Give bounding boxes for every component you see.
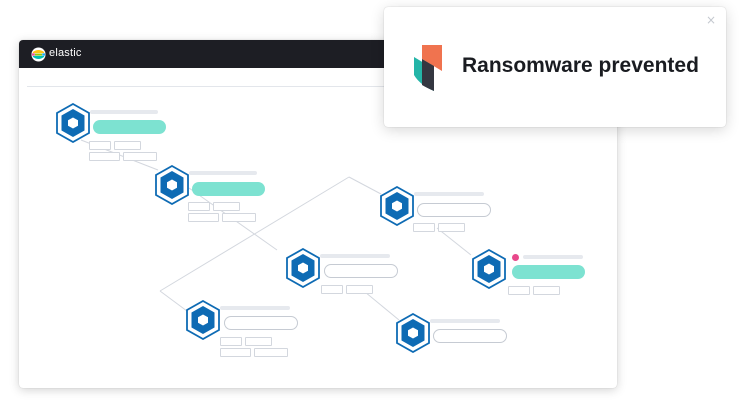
elastic-logo-icon bbox=[31, 47, 46, 62]
node-process-name[interactable] bbox=[324, 264, 398, 278]
node-tag bbox=[254, 348, 288, 357]
node-label-placeholder bbox=[430, 319, 500, 323]
edge bbox=[364, 291, 400, 321]
process-hexagon-icon[interactable] bbox=[379, 186, 415, 226]
node-tag bbox=[213, 202, 240, 211]
node-tag bbox=[438, 223, 465, 232]
header-divider bbox=[27, 86, 607, 87]
edge bbox=[159, 176, 350, 292]
process-hexagon-icon[interactable] bbox=[154, 165, 190, 205]
node-tag bbox=[321, 285, 343, 294]
notification-title: Ransomware prevented bbox=[462, 54, 699, 77]
node-tag bbox=[222, 213, 256, 222]
process-hexagon-icon[interactable] bbox=[55, 103, 91, 143]
node-process-name[interactable] bbox=[433, 329, 507, 343]
node-process-name-highlighted[interactable] bbox=[512, 265, 585, 279]
node-tag bbox=[413, 223, 435, 232]
process-hexagon-icon[interactable] bbox=[395, 313, 431, 353]
alert-dot-icon bbox=[512, 254, 519, 261]
node-process-name-highlighted[interactable] bbox=[192, 182, 265, 196]
node-tag bbox=[114, 141, 141, 150]
node-tag bbox=[188, 202, 210, 211]
node-tag bbox=[245, 337, 272, 346]
node-label-placeholder bbox=[90, 110, 158, 114]
node-tag bbox=[508, 286, 530, 295]
brand-name: elastic bbox=[49, 47, 82, 59]
node-process-name[interactable] bbox=[417, 203, 491, 217]
node-label-placeholder bbox=[189, 171, 257, 175]
node-tag bbox=[346, 285, 373, 294]
process-hexagon-icon[interactable] bbox=[285, 248, 321, 288]
edge bbox=[436, 227, 472, 256]
node-label-placeholder bbox=[320, 254, 390, 258]
node-process-name-highlighted[interactable] bbox=[93, 120, 166, 134]
node-label-placeholder bbox=[220, 306, 290, 310]
node-tag bbox=[89, 152, 120, 161]
node-tag bbox=[533, 286, 560, 295]
endpoint-shield-icon bbox=[414, 45, 442, 91]
process-hexagon-icon[interactable] bbox=[185, 300, 221, 340]
edge bbox=[348, 176, 382, 195]
node-label-placeholder bbox=[523, 255, 583, 259]
node-process-name[interactable] bbox=[224, 316, 298, 330]
node-tag bbox=[220, 337, 242, 346]
node-tag bbox=[220, 348, 251, 357]
close-icon[interactable]: × bbox=[705, 13, 716, 27]
node-label-placeholder bbox=[414, 192, 484, 196]
node-tag bbox=[89, 141, 111, 150]
process-hexagon-icon[interactable] bbox=[471, 249, 507, 289]
ransomware-notification: Ransomware prevented × bbox=[384, 7, 726, 127]
node-tag bbox=[188, 213, 219, 222]
node-tag bbox=[123, 152, 157, 161]
edge bbox=[159, 290, 192, 315]
